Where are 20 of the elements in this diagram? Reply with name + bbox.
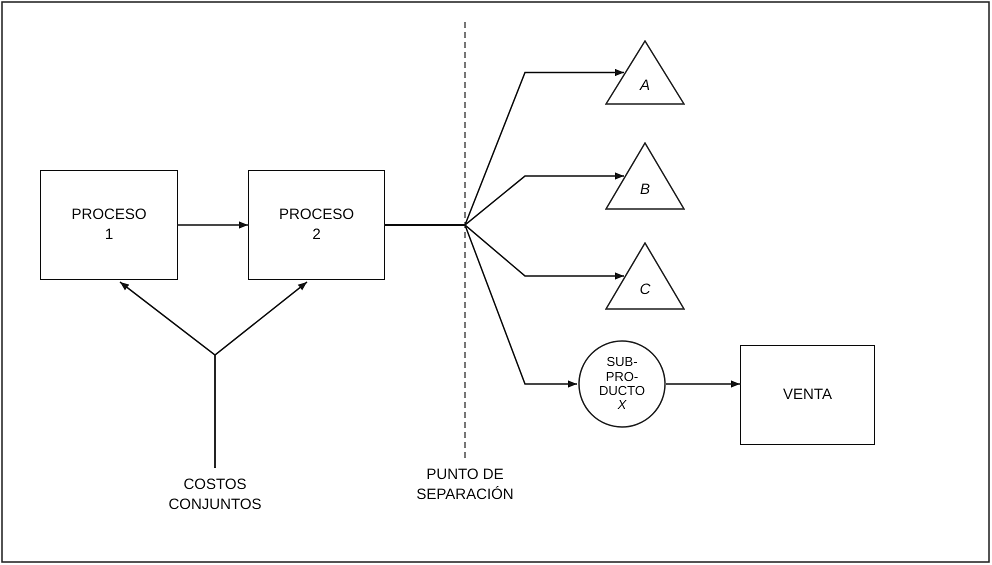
product-triangle: [605, 142, 685, 210]
byproduct-circle: [578, 340, 666, 428]
node-label: PROCESO 2: [278, 204, 355, 245]
node-label: PROCESO 1: [70, 204, 148, 245]
node-label: COSTOS CONJUNTOS: [150, 470, 280, 520]
product-triangle: [605, 242, 685, 310]
process-box: [248, 170, 385, 280]
node-label: SUB- PRO- DUCTO X: [598, 355, 646, 413]
arrow: [214, 281, 308, 468]
arrow: [666, 380, 740, 388]
node-label: VENTA: [783, 384, 832, 405]
process-box: [40, 170, 178, 280]
node-label: C: [640, 280, 650, 300]
arrow: [385, 224, 577, 388]
product-triangle: [605, 40, 685, 105]
arrow: [178, 221, 248, 229]
process-box: [740, 345, 875, 445]
node-label: A: [640, 76, 650, 96]
separation-point-label: PUNTO DE SEPARACIÓN: [415, 465, 515, 506]
node-label: B: [640, 180, 650, 200]
